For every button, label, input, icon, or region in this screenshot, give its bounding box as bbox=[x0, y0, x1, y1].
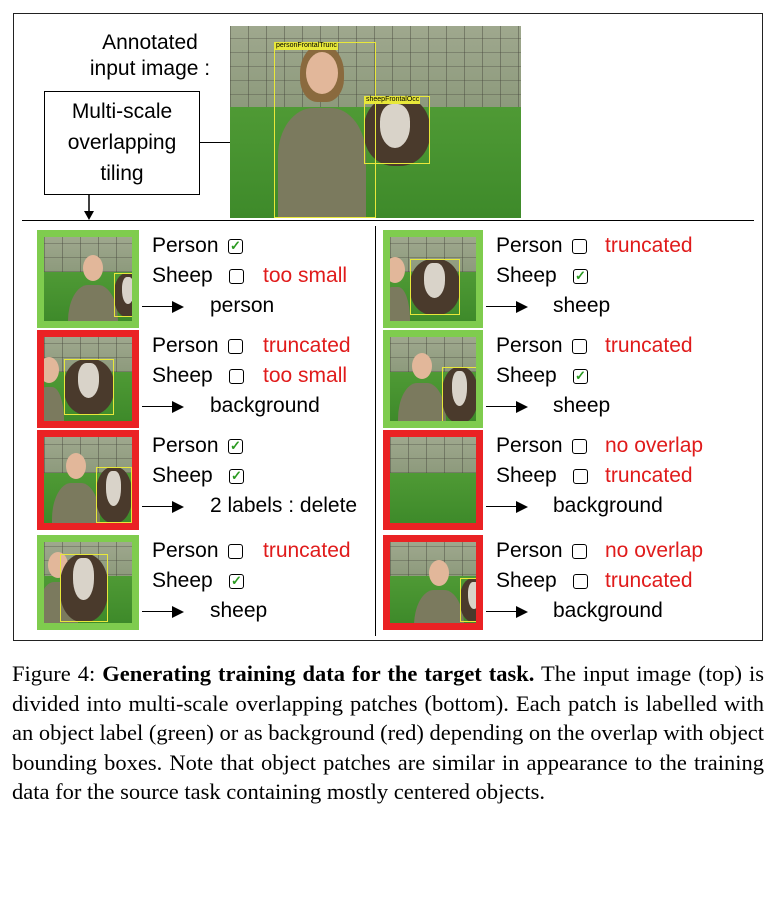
person-bbox-label: personFrontalTrunc bbox=[275, 42, 338, 50]
right-patch-3-sheep-checkbox[interactable] bbox=[573, 469, 588, 484]
right-patch-3-sheep-note: truncated bbox=[605, 464, 693, 487]
right-patch-4-bbox bbox=[460, 578, 476, 622]
left-patch-3-sheep-label: Sheep bbox=[152, 464, 213, 487]
left-patch-2-image bbox=[44, 337, 132, 421]
left-patch-1-sheep-note: too small bbox=[263, 264, 348, 287]
right-patch-3-result: background bbox=[553, 494, 663, 517]
vertical-divider bbox=[375, 226, 376, 636]
right-patch-3-person-label: Person bbox=[496, 434, 563, 457]
left-patch-1-image bbox=[44, 237, 132, 321]
right-patch-4-person-checkbox[interactable] bbox=[572, 544, 587, 559]
right-patch-1-bbox bbox=[410, 259, 460, 315]
left-patch-2-arrow bbox=[142, 400, 186, 414]
right-patch-3-person-note: no overlap bbox=[605, 434, 704, 457]
left-patch-4-person-label: Person bbox=[152, 539, 219, 562]
left-patch-1-person-checkbox[interactable]: ✓ bbox=[228, 239, 243, 254]
right-patch-4-result: background bbox=[553, 599, 663, 622]
right-patch-3-arrow bbox=[486, 500, 530, 514]
left-patch-4-sheep-label: Sheep bbox=[152, 569, 213, 592]
right-patch-1-sheep-label: Sheep bbox=[496, 264, 557, 287]
caption-figure-number: Figure 4: bbox=[12, 661, 96, 686]
right-patch-2-image bbox=[390, 337, 476, 421]
left-patch-1-result: person bbox=[210, 294, 275, 317]
caption-body: The input image (top) is divided into mu… bbox=[12, 661, 765, 804]
right-patch-2-person-note: truncated bbox=[605, 334, 693, 357]
right-patch-2-person-checkbox[interactable] bbox=[572, 339, 587, 354]
right-patch-1-person-note: truncated bbox=[605, 234, 693, 257]
right-patch-2-bbox bbox=[442, 367, 476, 421]
tiling-box: Multi-scale overlapping tiling bbox=[44, 91, 200, 195]
left-patch-2-person-note: truncated bbox=[263, 334, 351, 357]
right-patch-1 bbox=[383, 230, 483, 328]
left-patch-3-sheep-checkbox[interactable]: ✓ bbox=[229, 469, 244, 484]
left-patch-4-person-checkbox[interactable] bbox=[228, 544, 243, 559]
right-patch-3-sheep-label: Sheep bbox=[496, 464, 557, 487]
right-patch-4-sheep-note: truncated bbox=[605, 569, 693, 592]
right-patch-3-image bbox=[390, 437, 476, 523]
right-patch-1-sheep-checkbox[interactable]: ✓ bbox=[573, 269, 588, 284]
sheep-bbox: sheepFrontalOcc bbox=[364, 96, 430, 164]
right-patch-3 bbox=[383, 430, 483, 530]
left-patch-1-bbox bbox=[114, 273, 132, 317]
tiling-down-arrow bbox=[84, 195, 94, 220]
right-patch-2-result: sheep bbox=[553, 394, 611, 417]
left-patch-2-sheep-label: Sheep bbox=[152, 364, 213, 387]
left-patch-1-person-label: Person bbox=[152, 234, 219, 257]
left-patch-2-result: background bbox=[210, 394, 320, 417]
left-patch-2 bbox=[37, 330, 139, 428]
left-patch-1 bbox=[37, 230, 139, 328]
right-patch-2-sheep-checkbox[interactable]: ✓ bbox=[573, 369, 588, 384]
left-patch-4 bbox=[37, 535, 139, 630]
left-patch-2-sheep-checkbox[interactable] bbox=[229, 369, 244, 384]
right-patch-4-sheep-label: Sheep bbox=[496, 569, 557, 592]
left-patch-4-person-note: truncated bbox=[263, 539, 351, 562]
left-patch-1-arrow bbox=[142, 300, 186, 314]
caption-title: Generating training data for the target … bbox=[102, 661, 535, 686]
figure-caption: Figure 4: Generating training data for t… bbox=[12, 659, 764, 807]
left-patch-4-result: sheep bbox=[210, 599, 268, 622]
right-patch-2-person-label: Person bbox=[496, 334, 563, 357]
right-patch-2-arrow bbox=[486, 400, 530, 414]
right-patch-2-sheep-label: Sheep bbox=[496, 364, 557, 387]
right-patch-3-person-checkbox[interactable] bbox=[572, 439, 587, 454]
annotated-input-label: Annotated input image : bbox=[89, 31, 211, 80]
left-patch-3-person-label: Person bbox=[152, 434, 219, 457]
left-patch-3-arrow bbox=[142, 500, 186, 514]
right-patch-4-image bbox=[390, 542, 476, 623]
left-patch-1-sheep-checkbox[interactable] bbox=[229, 269, 244, 284]
right-patch-4-person-note: no overlap bbox=[605, 539, 704, 562]
left-patch-3 bbox=[37, 430, 139, 530]
left-patch-4-bbox bbox=[60, 554, 108, 622]
left-patch-3-result: 2 labels : delete bbox=[210, 494, 358, 517]
input-image: personFrontalTrunc sheepFrontalOcc bbox=[230, 26, 521, 218]
right-patch-1-image bbox=[390, 237, 476, 321]
person-bbox: personFrontalTrunc bbox=[274, 42, 376, 218]
right-patch-4-person-label: Person bbox=[496, 539, 563, 562]
right-patch-1-person-checkbox[interactable] bbox=[572, 239, 587, 254]
left-patch-3-bbox bbox=[96, 467, 132, 523]
figure-frame bbox=[13, 13, 763, 641]
horizontal-divider bbox=[22, 220, 754, 221]
right-patch-4 bbox=[383, 535, 483, 630]
right-patch-2 bbox=[383, 330, 483, 428]
right-patch-1-result: sheep bbox=[553, 294, 611, 317]
left-patch-4-image bbox=[44, 542, 132, 623]
left-patch-4-sheep-checkbox[interactable]: ✓ bbox=[229, 574, 244, 589]
right-patch-4-arrow bbox=[486, 605, 530, 619]
left-patch-2-bbox bbox=[64, 359, 114, 415]
left-patch-4-arrow bbox=[142, 605, 186, 619]
connector-line bbox=[200, 142, 230, 143]
left-patch-3-person-checkbox[interactable]: ✓ bbox=[228, 439, 243, 454]
left-patch-2-person-checkbox[interactable] bbox=[228, 339, 243, 354]
left-patch-2-person-label: Person bbox=[152, 334, 219, 357]
right-patch-1-person-label: Person bbox=[496, 234, 563, 257]
left-patch-1-sheep-label: Sheep bbox=[152, 264, 213, 287]
right-patch-1-arrow bbox=[486, 300, 530, 314]
sheep-bbox-label: sheepFrontalOcc bbox=[365, 96, 421, 104]
right-patch-4-sheep-checkbox[interactable] bbox=[573, 574, 588, 589]
left-patch-3-image bbox=[44, 437, 132, 523]
left-patch-2-sheep-note: too small bbox=[263, 364, 348, 387]
